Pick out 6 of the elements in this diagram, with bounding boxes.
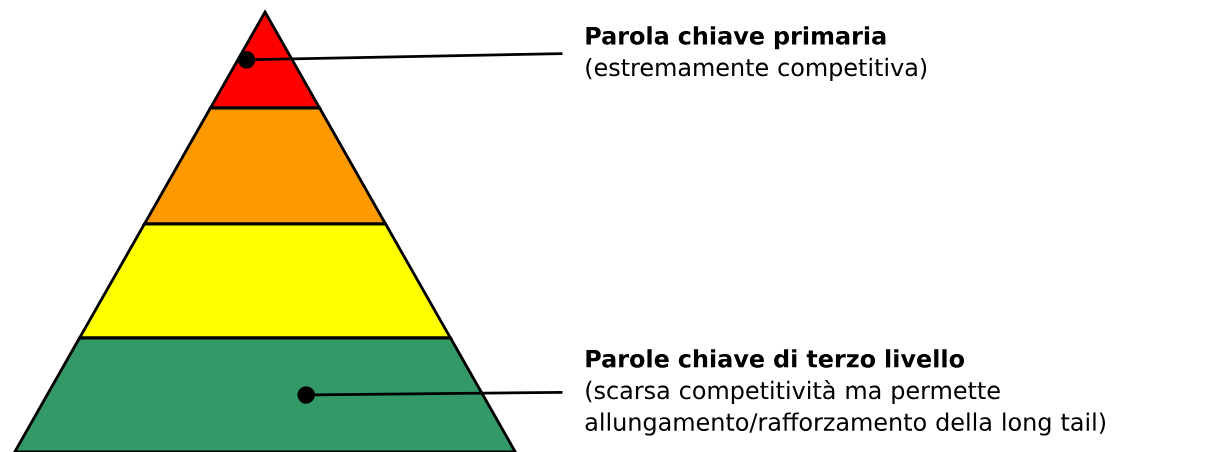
description: (estremamente competitiva) bbox=[586, 57, 927, 81]
heading: Parola chiave primaria bbox=[586, 26, 886, 50]
leader-line bbox=[297, 386, 563, 404]
heading: Parole chiave di terzo livello bbox=[586, 349, 965, 368]
leader-line bbox=[237, 51, 563, 69]
description: (scarsa competitività ma permette allungamento/rafforzamento della long tail) bbox=[585, 379, 1106, 436]
